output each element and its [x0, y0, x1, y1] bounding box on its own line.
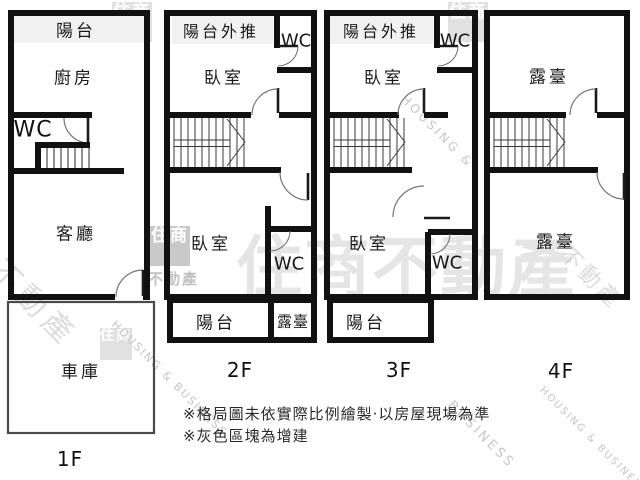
room-label-balcony-extended-3f: 陽台外推 [342, 22, 420, 41]
room-label-terrace-lower-4f: 露臺 [536, 232, 576, 253]
floor-label-1f: 1F [56, 447, 84, 471]
staircase-2f [173, 118, 246, 167]
door-arc [279, 171, 309, 201]
room-label-bedroom-lower-3f: 臥室 [349, 234, 389, 255]
room-label-bedroom-lower-2f: 臥室 [191, 234, 231, 255]
floor-label-2f: 2F [226, 358, 254, 382]
room-label-balcony-extended-2f: 陽台外推 [182, 22, 260, 41]
floor-label-3f: 3F [385, 358, 413, 382]
staircase-4f [493, 118, 566, 167]
room-label-wc-1f: WC [13, 117, 53, 143]
garage-annex [6, 300, 156, 435]
door-arc [251, 88, 279, 116]
balcony-extended-strip [330, 16, 433, 44]
room-label-balcony-2f: 陽台 [196, 313, 236, 334]
room-label-wc-lower-3f: WC [431, 252, 463, 274]
unit-3f [324, 10, 478, 343]
unit-2f [164, 10, 317, 343]
door-arc [392, 185, 425, 218]
floor-label-4f: 4F [547, 359, 575, 383]
door-arc [397, 88, 425, 116]
room-label-bedroom-upper-3f: 臥室 [364, 68, 404, 89]
door-arc [429, 233, 451, 255]
disclaimer-line-1: ※格局圖未依實際比例繪製·以房屋現場為準 [183, 405, 491, 423]
room-label-terrace-upper-4f: 露臺 [529, 67, 569, 88]
room-label-wc-lower-2f: WC [273, 253, 305, 275]
door-arc [596, 171, 625, 200]
room-label-balcony-3f: 陽台 [346, 313, 386, 334]
room-label-bedroom-upper-2f: 臥室 [204, 68, 244, 89]
door-arc [115, 269, 144, 298]
room-label-balcony-1f: 陽台 [56, 21, 96, 42]
balcony-extended-strip [172, 16, 273, 44]
door-arc [437, 45, 459, 67]
door-arc [277, 45, 299, 67]
door-arc [569, 88, 597, 116]
room-label-wc-upper-2f: WC [280, 30, 312, 52]
room-label-terrace-2f: 露臺 [276, 312, 310, 331]
door-arc [63, 117, 90, 144]
room-label-kitchen: 廚房 [54, 68, 94, 89]
unit-4f [484, 10, 630, 300]
room-label-wc-upper-3f: WC [439, 30, 471, 52]
room-label-living-room: 客廳 [56, 224, 96, 245]
door-arc [269, 230, 291, 252]
disclaimer-line-2: ※灰色區塊為增建 [183, 427, 309, 445]
staircase-3f [333, 118, 406, 167]
room-label-garage: 車庫 [61, 362, 101, 383]
